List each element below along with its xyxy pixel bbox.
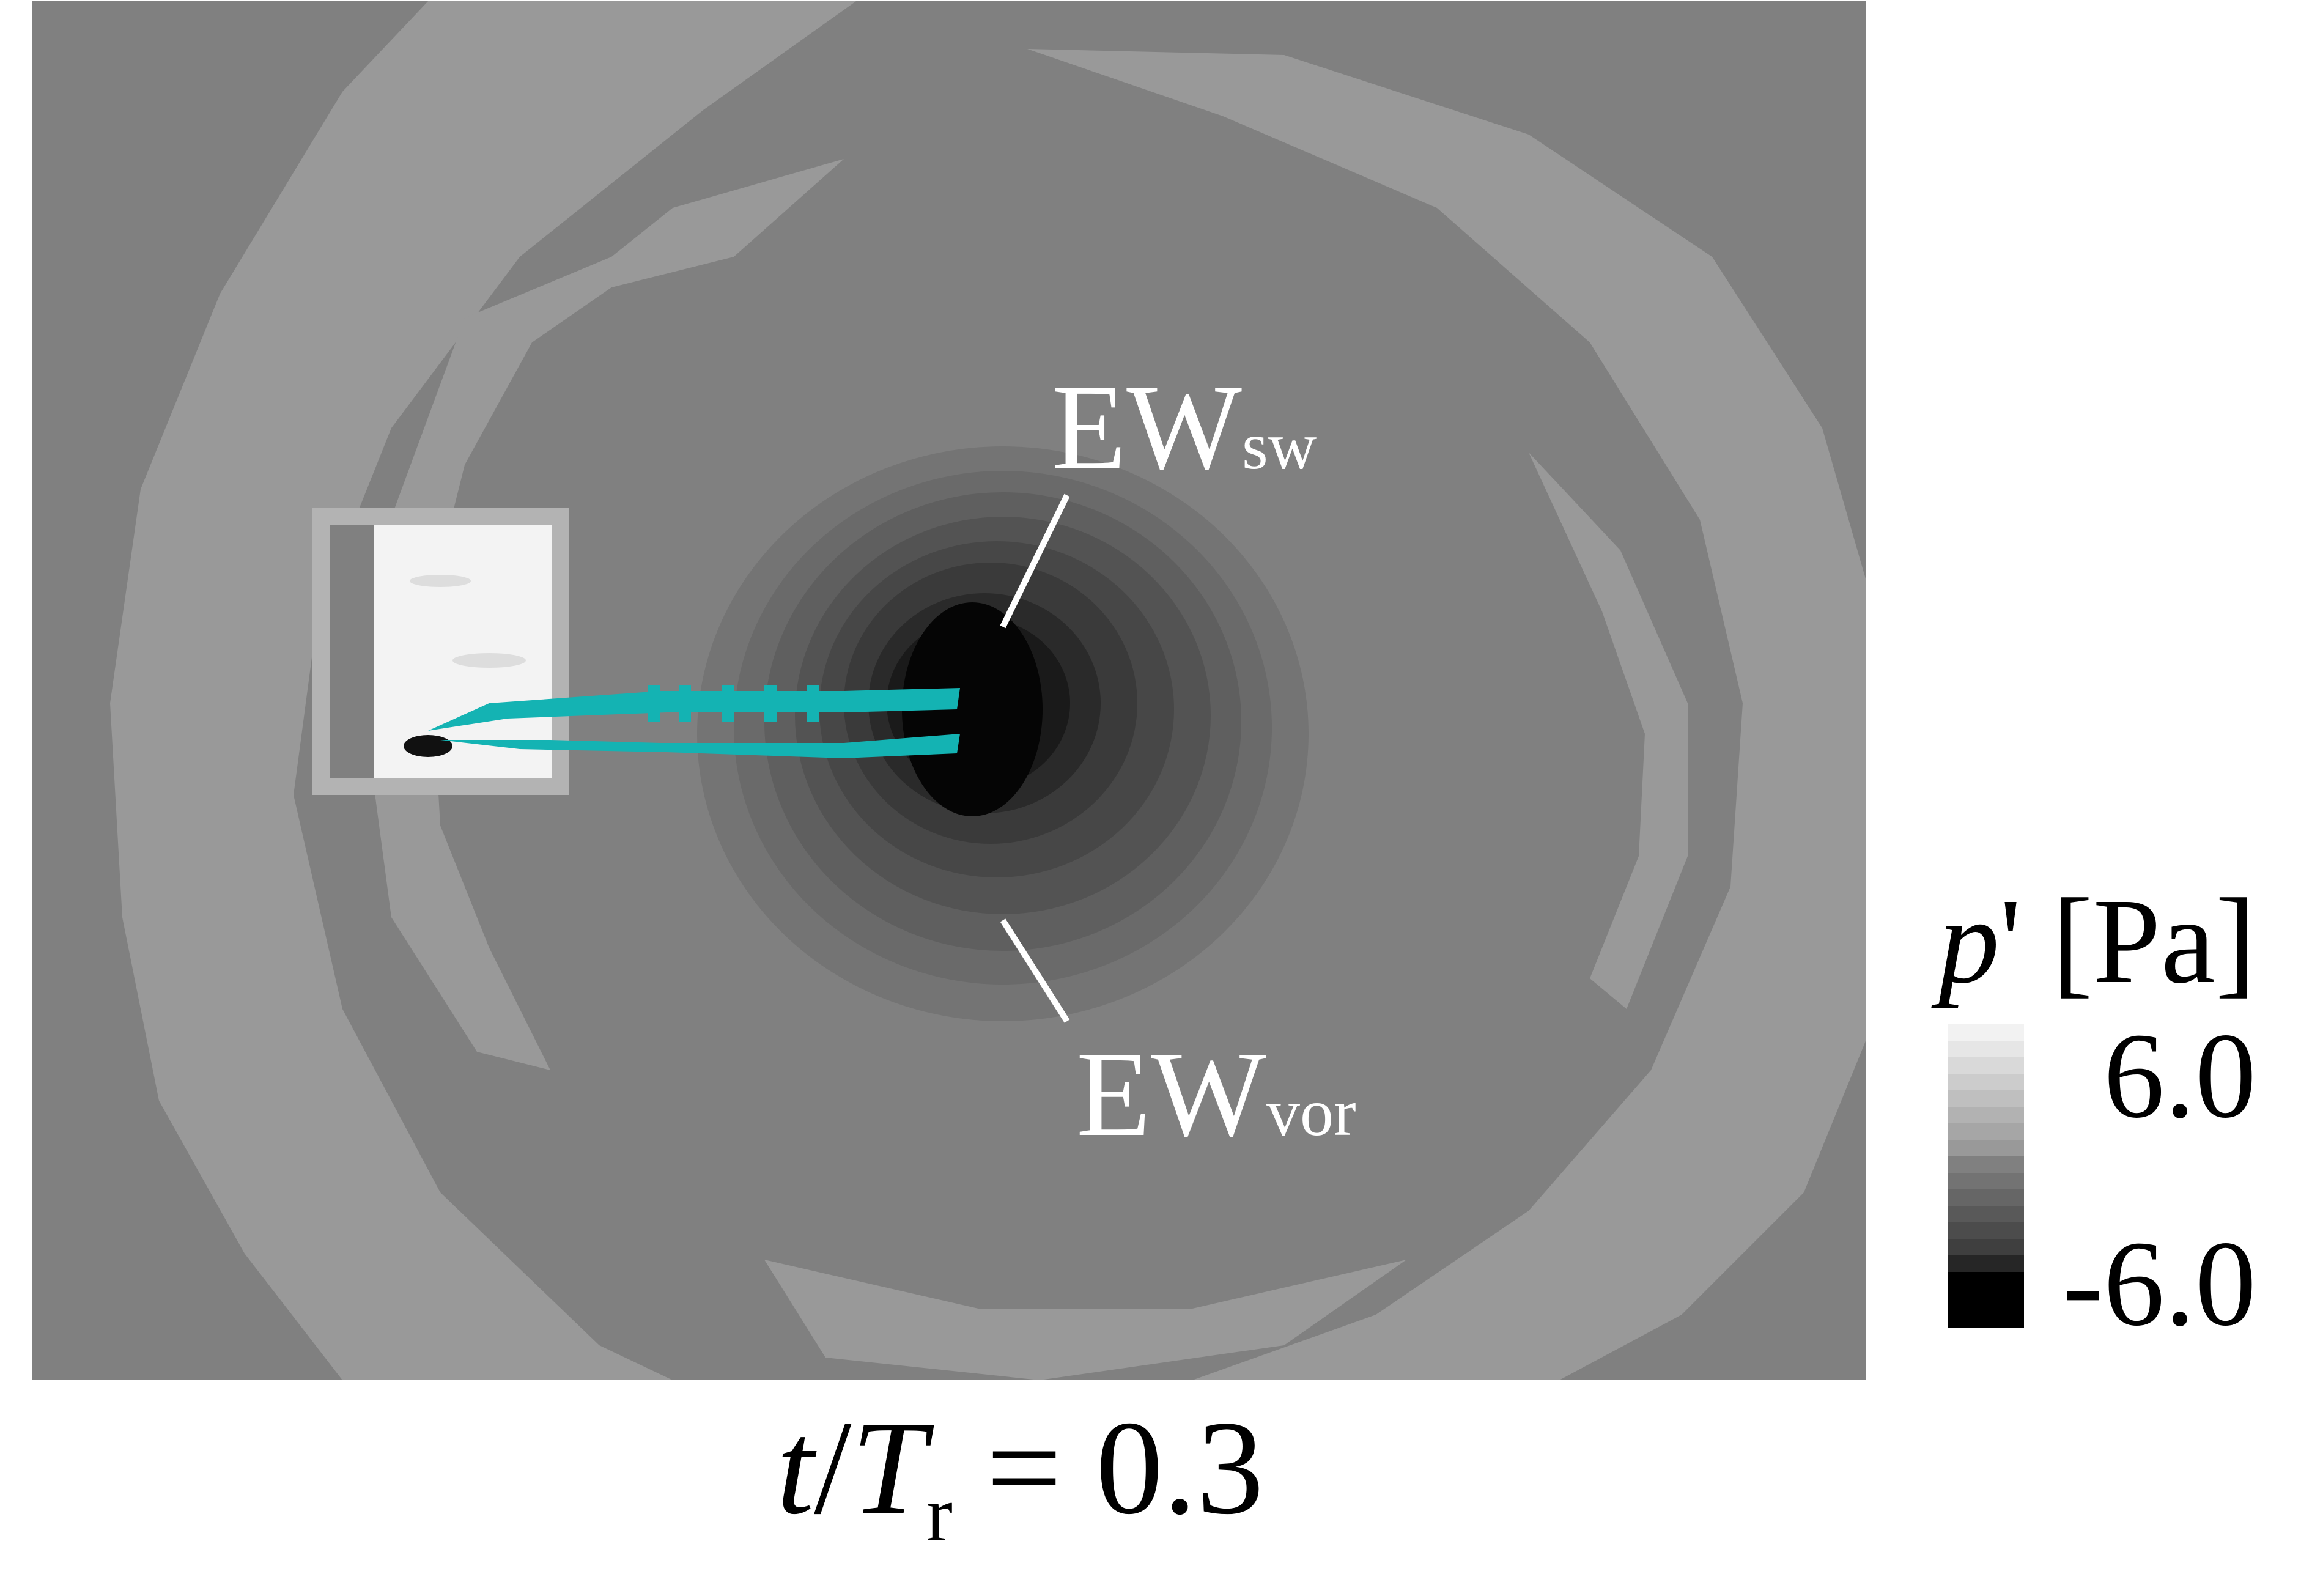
contour-field xyxy=(32,1,1866,1380)
colorbar-min-label: -6.0 xyxy=(2063,1216,2256,1351)
ew-vor-leader-line xyxy=(1000,918,1070,1023)
colorbar-max-label: 6.0 xyxy=(2103,1008,2256,1143)
train xyxy=(428,685,960,758)
time-label: t/Tr = 0.3 xyxy=(777,1393,1264,1558)
outer-light-ring-right xyxy=(1027,49,1866,1380)
colorbar-title: p' [Pa] xyxy=(1938,874,2256,1009)
tunnel-portal xyxy=(312,508,569,795)
exit-wave-rings xyxy=(697,446,1309,1021)
outer-light-ring-bottom xyxy=(764,1260,1406,1380)
outer-light-ring xyxy=(110,1,856,1380)
ew-sw-label: EWsw xyxy=(1052,360,1317,495)
ew-vor-label: EWvor xyxy=(1076,1027,1356,1162)
ew-sw-leader-line xyxy=(1000,493,1070,629)
colorbar xyxy=(1948,1024,2024,1328)
inner-light-arc-left xyxy=(367,159,844,1070)
inner-light-arc-right xyxy=(1529,453,1688,1009)
